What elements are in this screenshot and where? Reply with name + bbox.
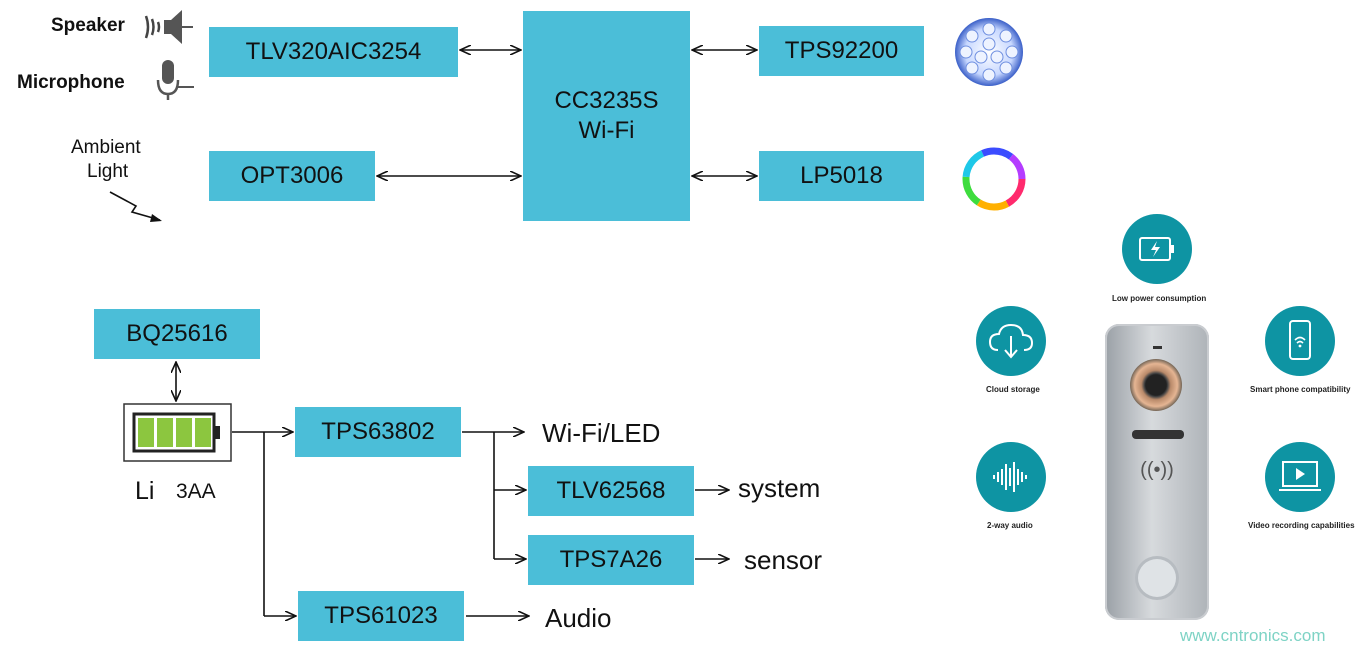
block-lp5018: LP5018 (759, 151, 924, 201)
ambient-light-label-1: Ambient (71, 137, 141, 158)
output-wifi-led: Wi-Fi/LED (542, 418, 661, 448)
block-tps63802: TPS63802 (295, 407, 461, 457)
block-tps61023: TPS61023 (298, 591, 464, 641)
battery-3aa-label: 3AA (176, 480, 216, 503)
block-bq25616: BQ25616 (94, 309, 260, 359)
watermark: www.cntronics.com (1180, 626, 1326, 645)
block-cc3235s: CC3235S Wi-Fi (523, 11, 690, 221)
feature-audio-label: 2-way audio (987, 521, 1033, 530)
smartphone-icon (1265, 306, 1335, 376)
microphone-label: Microphone (17, 72, 125, 93)
camera-lens-icon (1130, 359, 1182, 411)
feature-video-label: Video recording capabilities (1248, 521, 1355, 530)
feature-cloud-label: Cloud storage (986, 385, 1040, 394)
block-tlv320aic3254: TLV320AIC3254 (209, 27, 458, 77)
mcu-wifi: Wi-Fi (578, 117, 635, 144)
low-power-icon (1122, 214, 1192, 284)
output-system: system (738, 473, 821, 503)
rfid-icon: ((•)) (1140, 459, 1174, 481)
speaker-label: Speaker (51, 15, 125, 36)
light-ray-icon (109, 191, 162, 222)
doorbell-feature-panel: ((•)) Low power consumption Cloud storag… (976, 212, 1365, 653)
feature-smartphone-label: Smart phone compatibility (1250, 385, 1351, 394)
feature-low-power-label: Low power consumption (1112, 294, 1207, 303)
two-way-audio-icon (976, 442, 1046, 512)
call-button-icon (1138, 559, 1176, 597)
ambient-light-label-2: Light (87, 161, 129, 182)
battery-li-label: Li (135, 477, 155, 505)
speaker-icon (144, 10, 193, 44)
doorbell-device: ((•)) (1105, 324, 1209, 620)
block-tps92200: TPS92200 (759, 26, 924, 76)
output-audio: Audio (545, 603, 612, 633)
rgb-led-ring-icon (962, 147, 1026, 211)
mcu-name: CC3235S (554, 87, 659, 114)
cloud-storage-icon (976, 306, 1046, 376)
microphone-icon (156, 60, 194, 100)
block-tps7a26: TPS7A26 (528, 535, 694, 585)
video-recording-icon (1265, 442, 1335, 512)
block-tlv62568: TLV62568 (528, 466, 694, 516)
block-opt3006: OPT3006 (209, 151, 375, 201)
battery-icon (123, 403, 232, 462)
output-sensor: sensor (744, 545, 823, 575)
white-led-ring-icon (955, 18, 1023, 86)
